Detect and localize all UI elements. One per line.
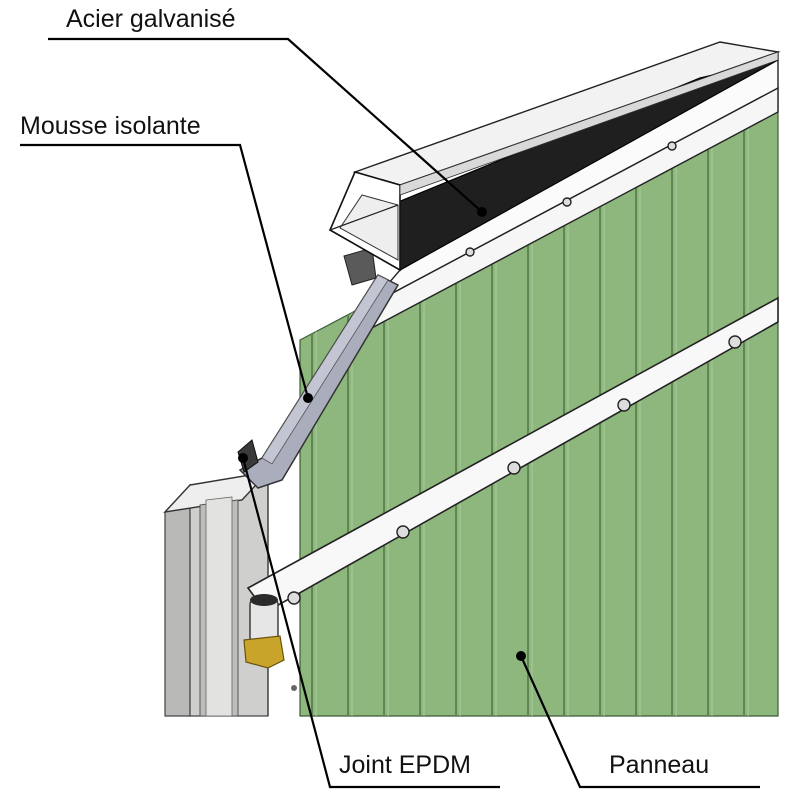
bolt: [465, 247, 475, 257]
leader-mousse: [20, 143, 310, 399]
label-panneau: Panneau: [609, 751, 709, 779]
steel-top-beam: [328, 41, 781, 272]
bolt: [728, 335, 742, 349]
leader-panneau: [519, 655, 760, 789]
bolt: [562, 197, 572, 207]
bolt: [287, 591, 301, 605]
label-acier-galvanise: Acier galvanisé: [66, 5, 236, 33]
leader-lines: [20, 37, 760, 789]
label-joint-epdm: Joint EPDM: [339, 751, 471, 779]
leader-panneau-dot: [516, 651, 526, 661]
foam-strut: [237, 247, 400, 489]
epdm-joint-hardware: [243, 594, 297, 691]
bolt: [617, 398, 631, 412]
bolt: [396, 525, 410, 539]
leader-mousse-dot: [303, 393, 313, 403]
leader-joint-dot: [238, 453, 248, 463]
leader-acier-dot: [477, 207, 487, 217]
bolt: [667, 141, 677, 151]
bolt: [507, 461, 521, 475]
leader-joint: [241, 457, 500, 789]
label-mousse-isolante: Mousse isolante: [20, 112, 201, 140]
leader-acier: [48, 37, 483, 213]
green-panel: [299, 87, 779, 717]
